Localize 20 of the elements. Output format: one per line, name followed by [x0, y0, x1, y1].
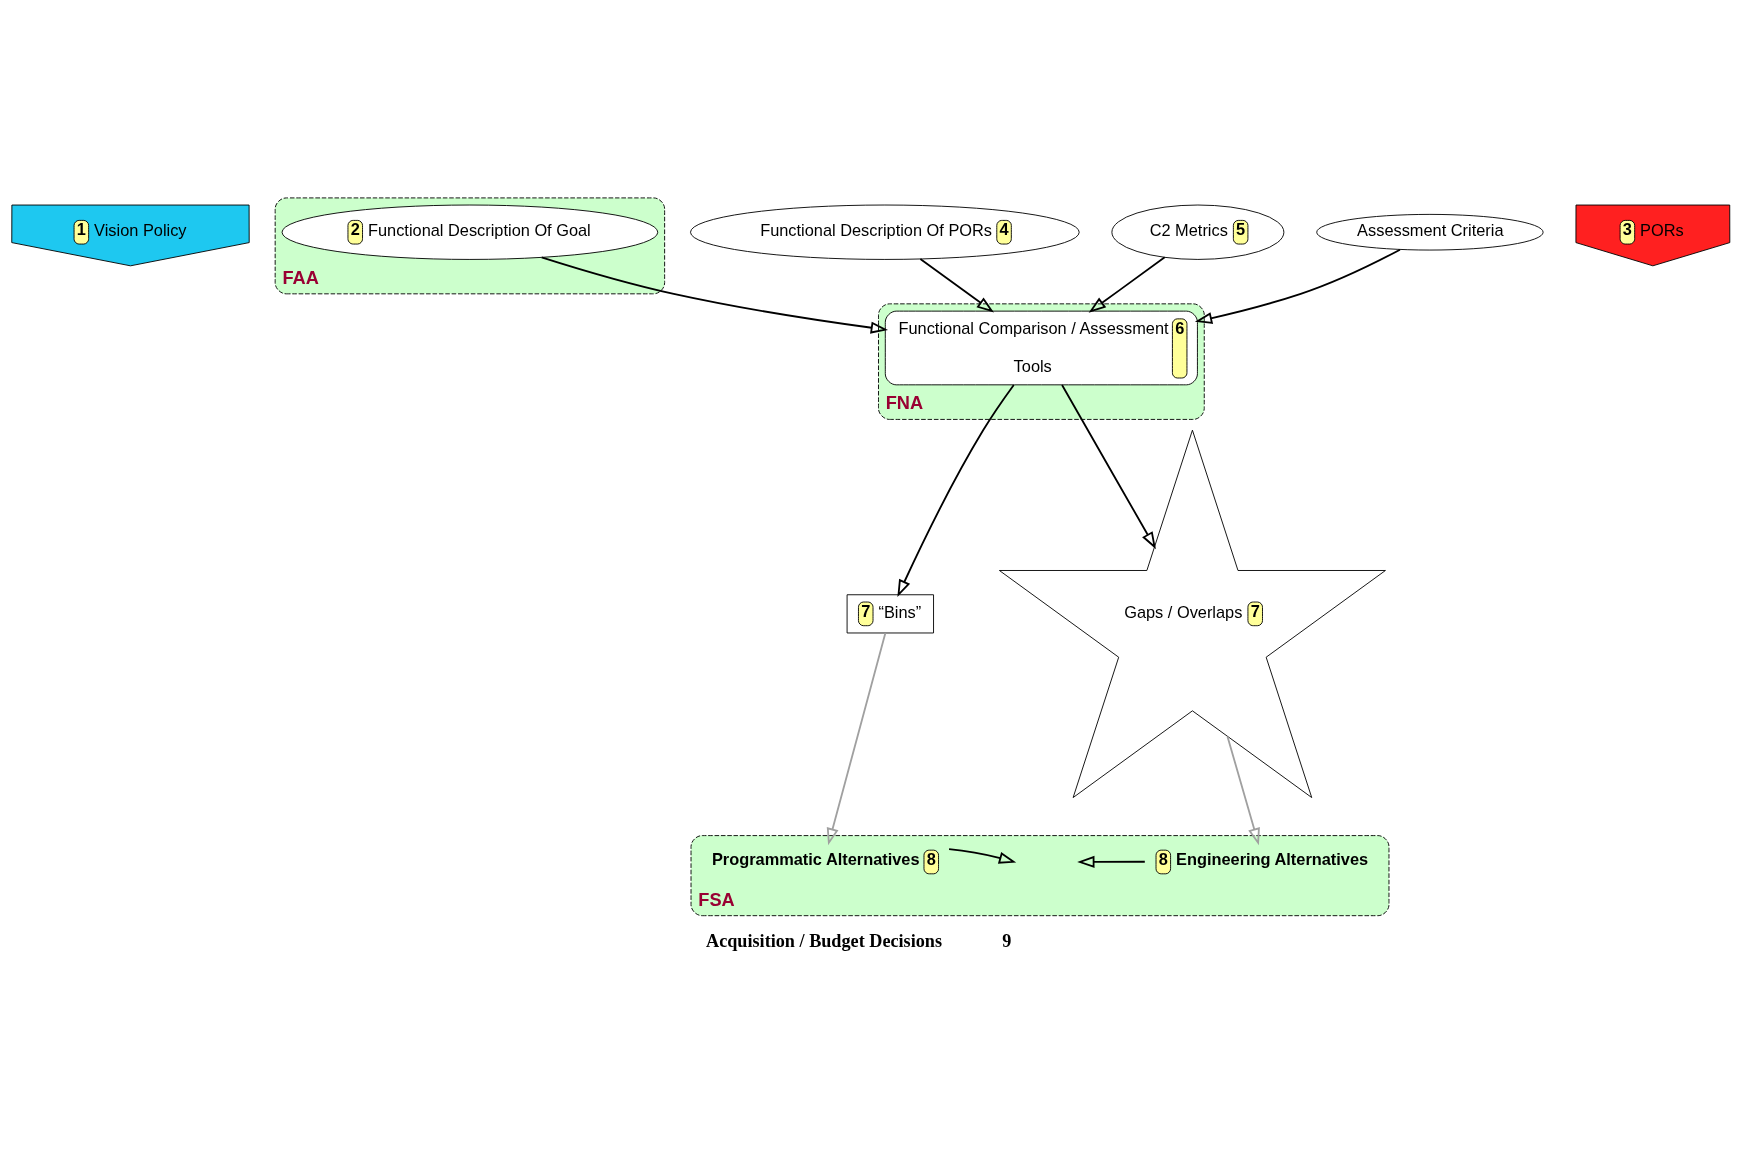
node-ellipse: 2 Functional Description Of Goal: [281, 204, 659, 260]
arrow: [919, 257, 994, 313]
node-ellipse: Functional Description Of PORs 4: [690, 204, 1080, 260]
arrow: [1226, 735, 1260, 845]
node-box: 7 “Bins”: [846, 593, 934, 633]
node-box: Functional Comparison / Assessment Tools 6: [884, 310, 1198, 385]
arrow: [826, 631, 887, 845]
arrow: [1061, 383, 1156, 549]
node-ellipse: C2 Metrics 5: [1111, 204, 1285, 260]
node-ellipse: Assessment Criteria: [1316, 213, 1544, 250]
label: Acquisition / Budget Decisions: [706, 930, 943, 951]
arrow: [897, 383, 1015, 597]
node-label: Programmatic Alternatives: [711, 849, 920, 868]
arrow: [1194, 248, 1401, 324]
arrow: [1077, 855, 1146, 868]
arrow: [948, 847, 1017, 864]
label: 9: [1002, 930, 1012, 951]
node-label: Engineering Alternatives: [1176, 849, 1369, 868]
arrow: [540, 255, 889, 334]
arrow: [1088, 255, 1166, 313]
